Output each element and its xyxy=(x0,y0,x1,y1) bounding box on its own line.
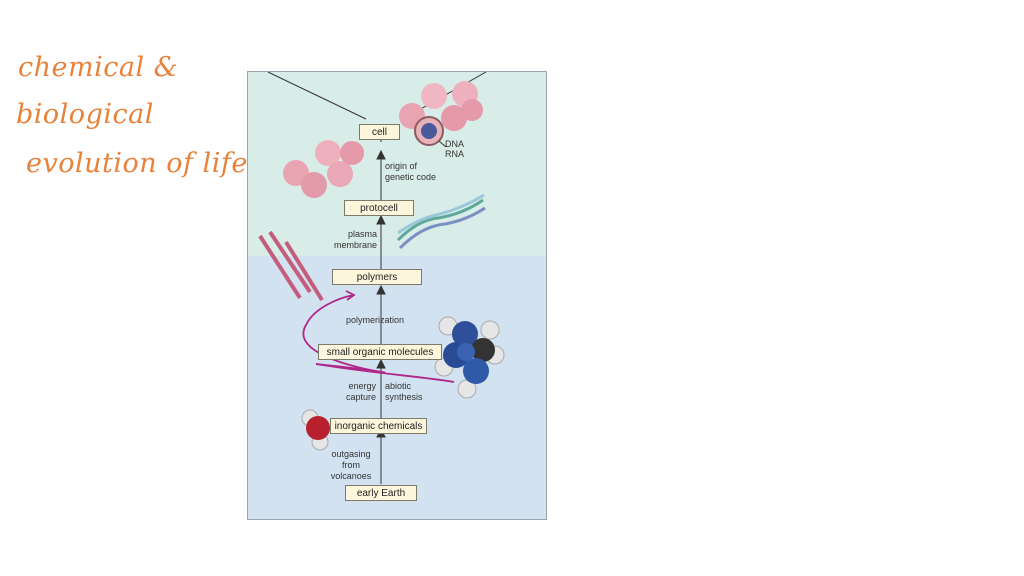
label-polymerization: polymerization xyxy=(346,315,405,325)
evolution-diagram: cell protocell polymers small organic mo… xyxy=(247,71,547,520)
organic-molecule-icon xyxy=(434,316,505,399)
polymer-strands-icon xyxy=(258,230,324,302)
label-origin-of-genetic-code: origin of genetic code xyxy=(385,161,437,182)
handwritten-note-line-2: biological xyxy=(16,99,154,130)
stage-polymers: polymers xyxy=(332,269,422,285)
label-energy-capture: energy capture xyxy=(345,381,376,402)
dna-label: DNA xyxy=(445,139,465,149)
stage-inorganic-chemicals: inorganic chemicals xyxy=(330,418,427,434)
cell-cluster-icon xyxy=(399,81,483,131)
stage-protocell: protocell xyxy=(344,200,414,216)
water-molecule-icon xyxy=(301,409,330,451)
stage-cell: cell xyxy=(359,124,400,140)
protocell-cluster-icon xyxy=(283,140,364,198)
handwritten-note-line-3: evolution of life xyxy=(26,148,248,179)
label-plasma-membrane: plasma membrane xyxy=(333,229,377,250)
diagram-artwork xyxy=(258,72,505,484)
label-outgasing-from-volcanoes: outgasing from volcanoes xyxy=(330,449,372,481)
rna-label: RNA xyxy=(445,149,465,159)
stage-small-organic-molecules: small organic molecules xyxy=(318,344,442,360)
handwritten-note-line-1: chemical & xyxy=(18,52,179,83)
membrane-bilayer-icon xyxy=(396,193,486,250)
chemical-zone xyxy=(248,256,546,519)
handwritten-arrow xyxy=(302,294,386,374)
label-abiotic-synthesis: abiotic synthesis xyxy=(385,381,423,402)
stage-early-earth: early Earth xyxy=(345,485,417,501)
